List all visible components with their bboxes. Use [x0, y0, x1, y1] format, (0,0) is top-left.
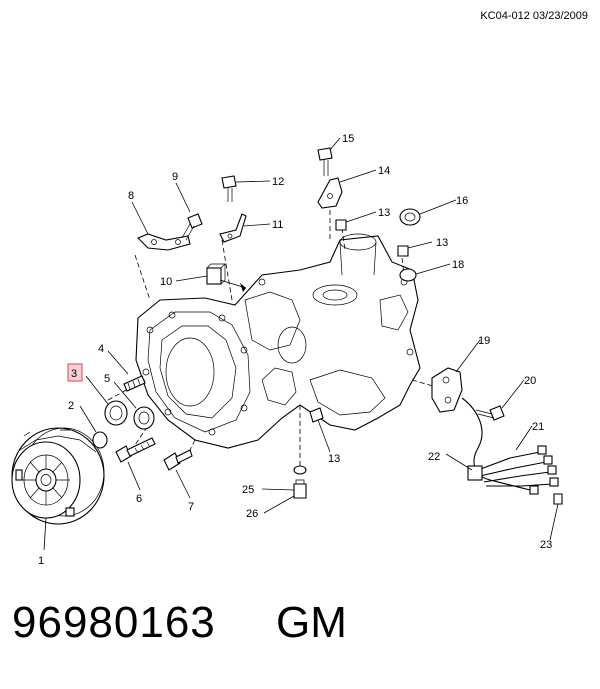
torque-converter[interactable]: [11, 427, 105, 525]
case-bolt[interactable]: [163, 449, 193, 471]
callout-14[interactable]: 14: [378, 165, 390, 177]
callout-6[interactable]: 6: [136, 493, 142, 505]
harness-bolt[interactable]: [475, 405, 505, 421]
callout-8[interactable]: 8: [128, 190, 134, 202]
speed-sensor[interactable]: [206, 263, 226, 285]
brand-label: GM: [276, 598, 347, 647]
drain-plug-lower[interactable]: [309, 407, 324, 423]
callout-1[interactable]: 1: [38, 555, 44, 567]
callout-13-lower[interactable]: 13: [328, 453, 340, 465]
sensor-bracket[interactable]: [219, 213, 247, 243]
callout-3[interactable]: 3: [71, 368, 77, 380]
callout-9[interactable]: 9: [172, 171, 178, 183]
callout-highlight-box: [67, 363, 83, 382]
callout-5[interactable]: 5: [104, 373, 110, 385]
callout-4[interactable]: 4: [98, 343, 104, 355]
callout-2[interactable]: 2: [68, 400, 74, 412]
callout-10[interactable]: 10: [160, 276, 172, 288]
dowel-pin[interactable]: [123, 375, 146, 392]
callout-20[interactable]: 20: [524, 375, 536, 387]
housing-bolt[interactable]: [115, 437, 156, 463]
drain-plug[interactable]: [293, 479, 307, 499]
callout-12[interactable]: 12: [272, 176, 284, 188]
callout-26[interactable]: 26: [246, 508, 258, 520]
o-ring[interactable]: [92, 431, 108, 449]
drain-washer[interactable]: [293, 465, 307, 475]
bracket-screw[interactable]: [221, 175, 237, 202]
callout-19[interactable]: 19: [478, 335, 490, 347]
oil-seal[interactable]: [104, 400, 128, 426]
callout-21[interactable]: 21: [532, 421, 544, 433]
callout-7[interactable]: 7: [188, 501, 194, 513]
harness-clip[interactable]: [553, 493, 563, 505]
diagram-reference-code: KC04-012 03/23/2009: [480, 10, 588, 22]
axle-seal[interactable]: [133, 406, 155, 430]
callout-25[interactable]: 25: [242, 484, 254, 496]
callout-16[interactable]: 16: [456, 195, 468, 207]
drain-plug-right[interactable]: [397, 245, 409, 257]
callout-22[interactable]: 22: [428, 451, 440, 463]
transmission-case[interactable]: [135, 233, 421, 449]
callout-23[interactable]: 23: [540, 539, 552, 551]
callout-leaders: [43, 137, 559, 551]
callout-18[interactable]: 18: [452, 259, 464, 271]
callout-15[interactable]: 15: [342, 133, 354, 145]
drain-plug-upper[interactable]: [335, 219, 347, 231]
wiring-harness[interactable]: [461, 397, 559, 495]
part-number: 96980163: [12, 598, 216, 647]
harness-bracket[interactable]: [317, 177, 343, 209]
bracket-bolt[interactable]: [181, 213, 203, 241]
callout-labels: 1 2 3 4 5 6 7 8 9 10 11 12 13 13 13 14 1…: [38, 133, 552, 567]
callout-13-right[interactable]: 13: [436, 237, 448, 249]
shaft-seal[interactable]: [399, 208, 421, 226]
bracket-mount-bolt[interactable]: [317, 147, 333, 176]
mounting-bracket[interactable]: [137, 233, 191, 251]
callout-13-upper[interactable]: 13: [378, 207, 390, 219]
harness-mount-plate[interactable]: [431, 367, 463, 413]
gasket[interactable]: [399, 268, 417, 282]
callout-11[interactable]: 11: [272, 219, 283, 231]
